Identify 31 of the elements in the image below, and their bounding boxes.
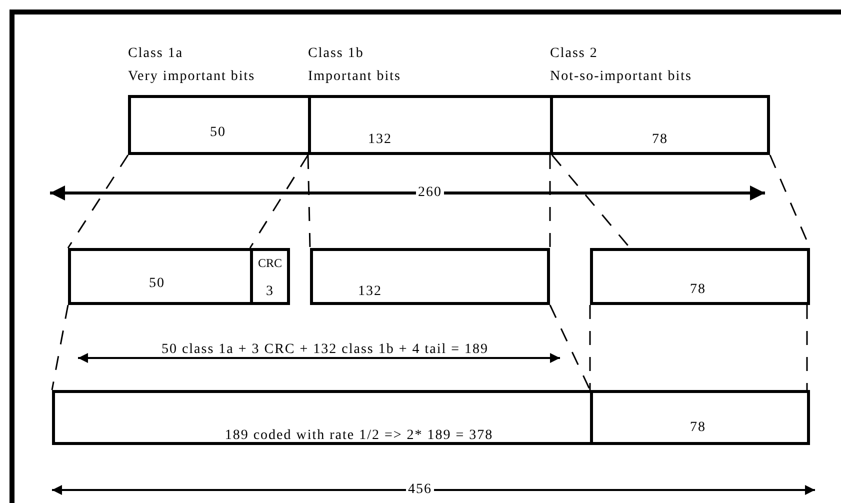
bit-field-box bbox=[590, 248, 810, 305]
projection-line bbox=[51, 304, 69, 390]
bit-count: 132 bbox=[368, 133, 392, 147]
projection-line bbox=[549, 304, 591, 390]
bit-count: CRC bbox=[258, 257, 282, 269]
projection-line bbox=[806, 305, 808, 390]
class-heading: Very important bits bbox=[128, 70, 256, 84]
projection-line bbox=[307, 154, 311, 248]
bit-count: 3 bbox=[266, 285, 274, 299]
bit-field-box bbox=[52, 390, 593, 445]
projection-line bbox=[67, 154, 129, 248]
bit-count: 78 bbox=[690, 283, 706, 297]
bit-count: 132 bbox=[358, 285, 382, 299]
projection-line bbox=[249, 154, 309, 248]
bit-count: 50 bbox=[210, 126, 226, 140]
bit-field-box bbox=[68, 248, 253, 305]
bit-field-box bbox=[250, 248, 290, 305]
bit-field-box bbox=[310, 248, 550, 305]
class-heading: Important bits bbox=[308, 70, 401, 84]
bit-count: 78 bbox=[690, 421, 706, 435]
class-heading: Class 1a bbox=[128, 47, 184, 61]
projection-line bbox=[551, 154, 631, 248]
class-heading: Class 1b bbox=[308, 47, 364, 61]
projection-line bbox=[589, 305, 591, 390]
bit-count: 78 bbox=[652, 133, 668, 147]
projection-line bbox=[549, 155, 551, 248]
bit-field-box bbox=[590, 390, 810, 445]
class-heading: Not-so-important bits bbox=[550, 70, 692, 84]
bit-count: 189 coded with rate 1/2 => 2* 189 = 378 bbox=[224, 429, 494, 443]
bit-count: 50 bbox=[149, 277, 165, 291]
class-heading: Class 2 bbox=[550, 47, 598, 61]
